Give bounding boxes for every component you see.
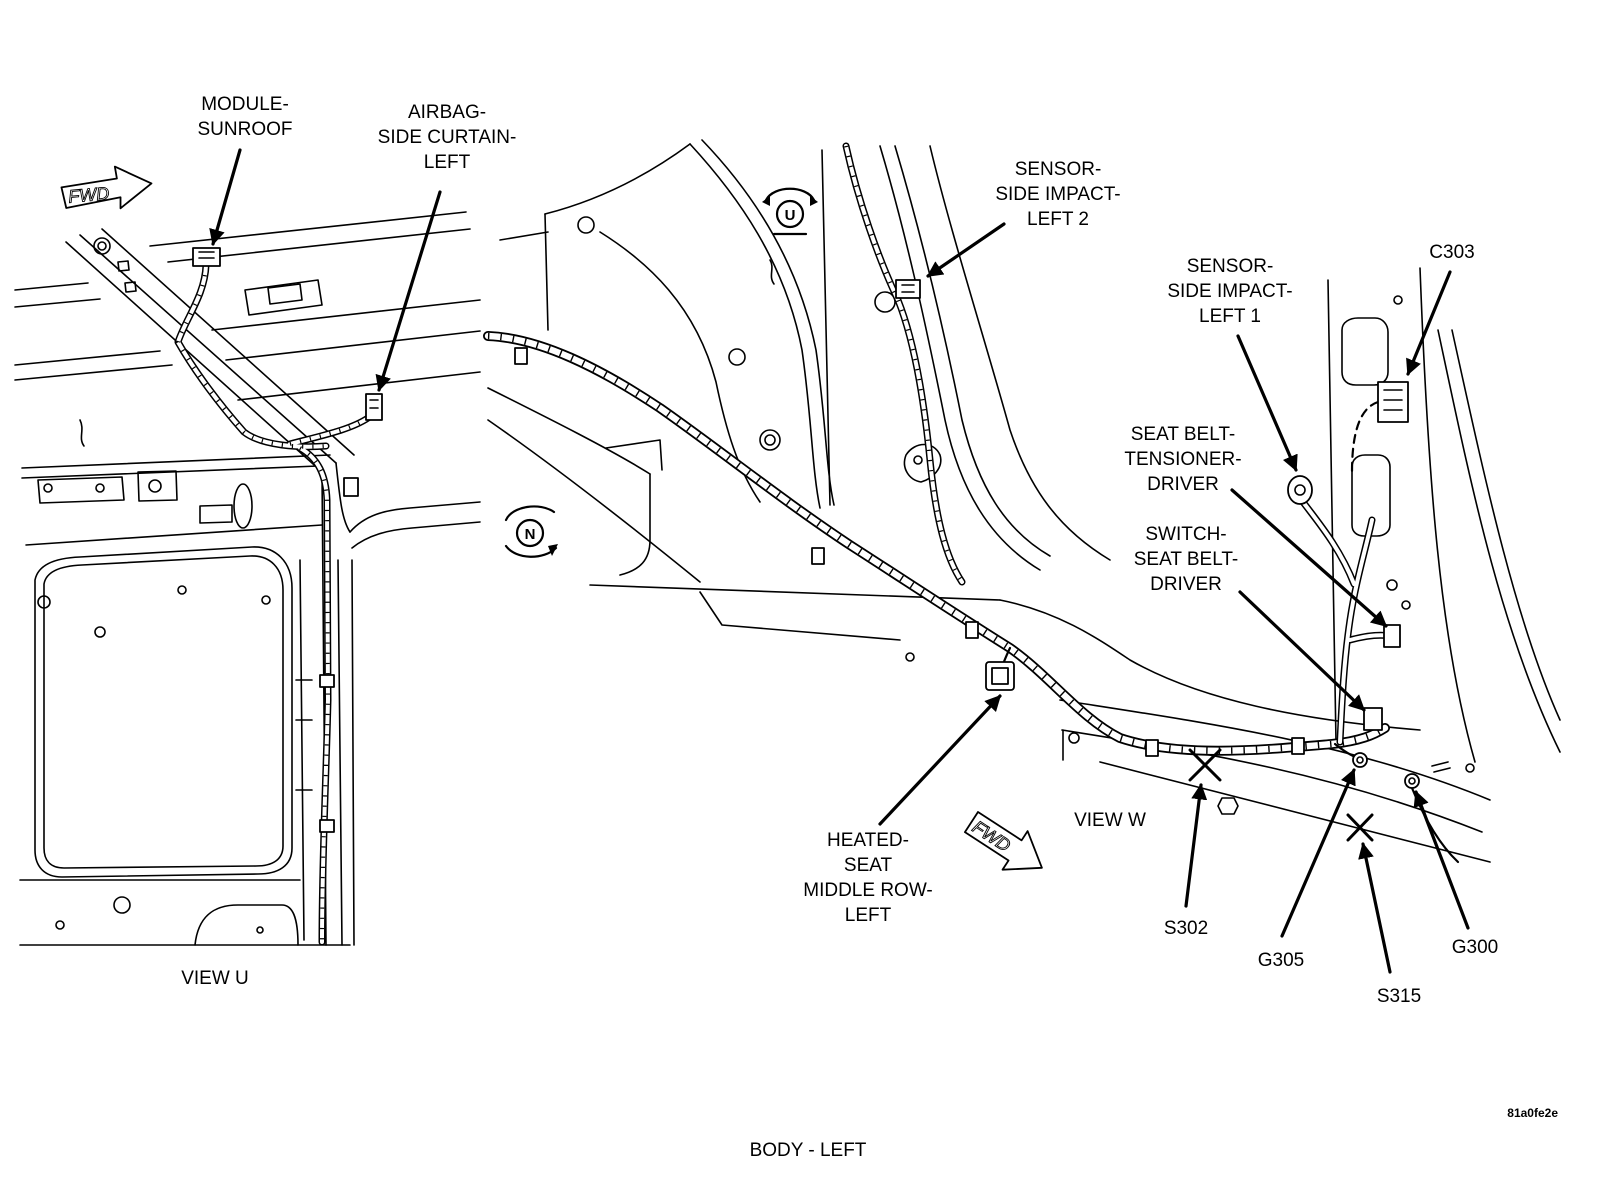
quarter-inner-panel	[487, 139, 835, 583]
callout-arrow-airbag-side-curtain	[375, 190, 442, 392]
callout-arrow-seat-belt-tensioner	[1230, 488, 1388, 628]
g300-ground	[1404, 773, 1420, 789]
b-pillar-view-w	[1327, 267, 1561, 763]
lower-panel	[19, 879, 351, 946]
module-sunroof-connector	[192, 247, 221, 267]
callout-arrow-s302	[1184, 783, 1208, 908]
door-opening	[34, 546, 293, 878]
g305-ground	[1352, 752, 1368, 768]
view-direction-u-icon: U	[762, 187, 818, 236]
callout-arrow-g300	[1413, 790, 1470, 930]
callout-sensor-side-impact-left-1: SENSOR- SIDE IMPACT- LEFT 1	[1167, 256, 1293, 327]
callout-c303: C303	[1429, 242, 1475, 263]
fwd-arrow-icon: FWD	[964, 811, 1043, 871]
seat-belt-tensioner-connector	[1383, 624, 1401, 648]
callout-seat-belt-tensioner-driver: SEAT BELT- TENSIONER- DRIVER	[1124, 424, 1242, 495]
callout-g305: G305	[1257, 950, 1305, 971]
s302-splice-mark	[1188, 748, 1222, 782]
callout-module-sunroof: MODULE- SUNROOF	[197, 94, 293, 140]
view-u-artwork: FWD	[14, 165, 481, 946]
roof-rail	[65, 228, 355, 473]
callout-arrow-seat-belt-switch	[1238, 590, 1366, 712]
callout-leaders	[209, 148, 1470, 974]
view-w-title: VIEW W	[1074, 810, 1146, 831]
view-direction-n-icon: N	[504, 505, 558, 558]
b-pillar	[295, 462, 481, 946]
callout-heated-seat-middle-row-left: HEATED- SEAT MIDDLE ROW- LEFT	[803, 830, 933, 926]
callout-arrow-sensor-left-1	[1236, 334, 1298, 472]
callout-arrow-g305	[1280, 768, 1356, 938]
fwd-arrow-icon: FWD	[60, 165, 153, 210]
callout-arrow-sensor-left-2	[926, 222, 1006, 278]
sensor-side-impact-left-2	[895, 279, 921, 299]
sensor-side-impact-left-1	[1287, 475, 1313, 505]
callout-arrow-c303	[1406, 270, 1452, 376]
s315-splice-mark	[1346, 813, 1374, 842]
callout-g300: G300	[1451, 937, 1499, 958]
callout-s302: S302	[1163, 918, 1209, 939]
callout-arrow-module-sunroof	[209, 148, 242, 246]
callout-airbag-side-curtain-left: AIRBAG- SIDE CURTAIN- LEFT	[377, 102, 517, 173]
floor-and-sill	[589, 584, 1491, 863]
view-w-artwork: U N FWD	[483, 139, 1561, 871]
seat-belt-switch-connector	[1363, 707, 1383, 731]
heated-seat-connector	[985, 661, 1015, 691]
roof-panel	[14, 211, 481, 447]
c-pillar	[821, 145, 1111, 571]
callout-sensor-side-impact-left-2: SENSOR- SIDE IMPACT- LEFT 2	[995, 159, 1121, 230]
fwd-label-view-u: FWD	[67, 183, 110, 206]
wiring-harness-view-u	[174, 261, 381, 946]
callout-arrow-heated-seat	[878, 694, 1002, 826]
upper-inner-panel	[21, 454, 331, 546]
view-marker-u-label: U	[785, 207, 796, 224]
callout-arrow-s315	[1358, 842, 1392, 974]
figure-caption: BODY - LEFT	[749, 1140, 867, 1161]
view-u-title: VIEW U	[181, 968, 249, 989]
airbag-side-curtain-connector	[365, 393, 383, 421]
view-marker-n-label: N	[525, 526, 536, 543]
callout-switch-seat-belt-driver: SWITCH- SEAT BELT- DRIVER	[1133, 524, 1239, 595]
wiring-harness-view-w	[483, 142, 1460, 864]
callout-s315: S315	[1376, 986, 1422, 1007]
figure-code: 81a0fe2e	[1507, 1106, 1558, 1120]
c303-connector	[1377, 381, 1409, 423]
